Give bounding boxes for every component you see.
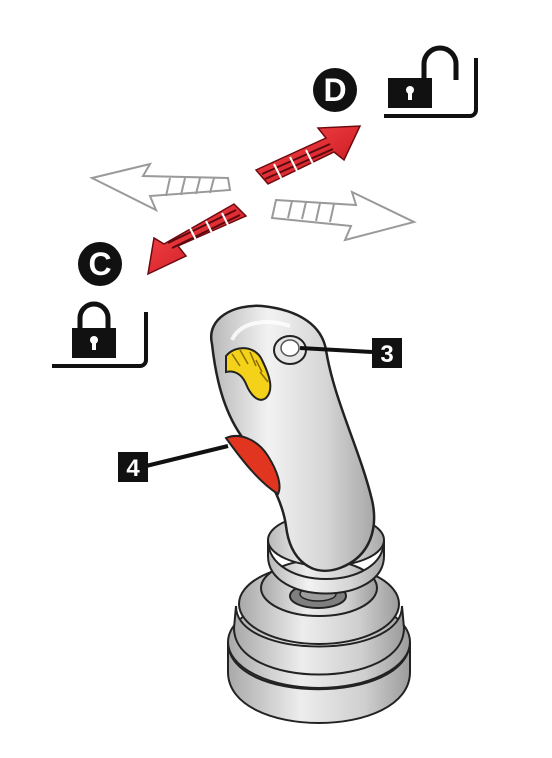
neutral-arrow-left bbox=[92, 164, 230, 210]
callout-4: 4 bbox=[118, 446, 228, 482]
padlock-closed-icon bbox=[52, 304, 146, 366]
padlock-open-icon bbox=[384, 48, 476, 116]
callout-4-number: 4 bbox=[126, 455, 140, 482]
neutral-arrow-right bbox=[272, 192, 414, 240]
direction-c-label: C bbox=[78, 242, 122, 286]
direction-c-letter: C bbox=[88, 246, 111, 282]
callout-3-number: 3 bbox=[380, 341, 393, 368]
arrow-d-direction bbox=[256, 126, 360, 184]
arrow-c-direction bbox=[148, 204, 246, 274]
direction-d-letter: D bbox=[323, 72, 346, 108]
joystick-icon bbox=[211, 306, 410, 723]
direction-d-label: D bbox=[313, 68, 357, 112]
